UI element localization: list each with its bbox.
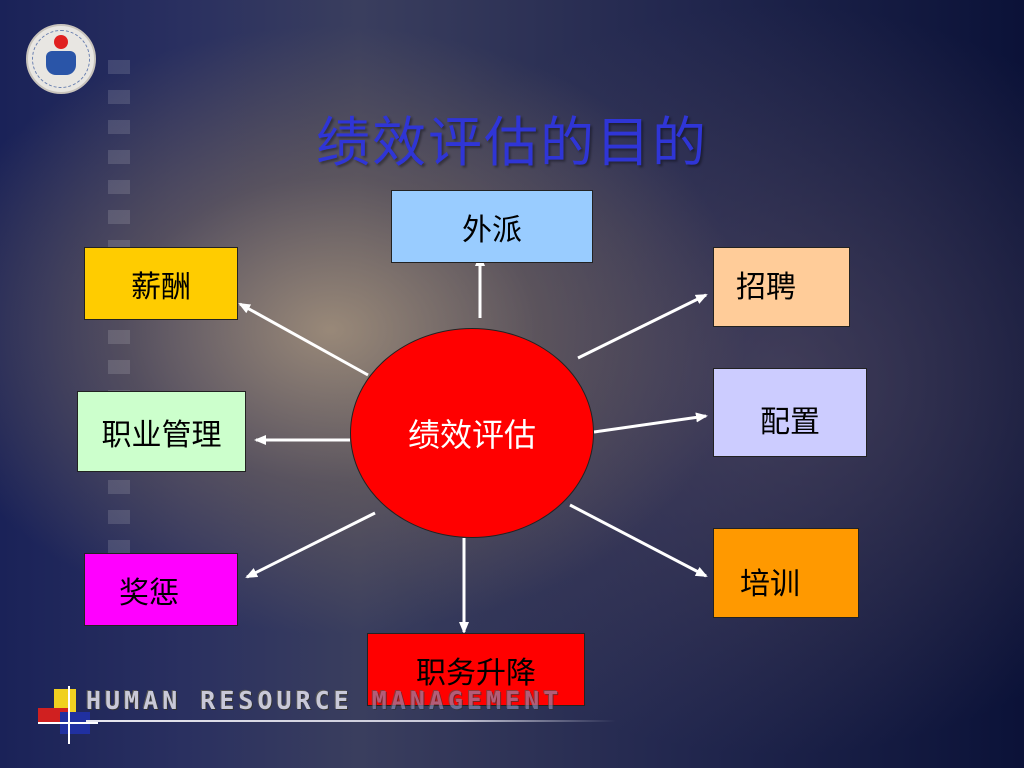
- node-zhaopin: 招聘: [713, 247, 850, 327]
- node-shengjiang: 职务升降: [367, 633, 585, 706]
- center-node: 绩效评估: [350, 328, 594, 538]
- center-node-label: 绩效评估: [407, 416, 536, 454]
- hr-brand-text: HUMAN RESOURCE MANAGEMENT: [86, 686, 562, 715]
- organization-logo-icon: [26, 24, 96, 94]
- node-xinchou-label: 薪酬: [131, 269, 191, 305]
- hr-brand-tail: MANAGEMENT: [371, 686, 563, 715]
- node-peizhi-label: 配置: [760, 405, 820, 440]
- node-jiangcheng: 奖惩: [84, 553, 238, 626]
- page-title: 绩效评估的目的: [316, 111, 708, 174]
- node-waipai-label: 外派: [462, 212, 522, 248]
- node-peizhi: 配置: [713, 368, 867, 457]
- hr-brand-underline: [86, 720, 616, 722]
- arrow-to-zhaopin: [577, 293, 708, 360]
- node-zhaopin-label: 招聘: [736, 270, 796, 305]
- node-peixun: 培训: [713, 528, 859, 618]
- node-xinchou: 薪酬: [84, 247, 238, 320]
- arrow-to-peixun: [569, 503, 708, 578]
- node-zhiye-label: 职业管理: [101, 417, 222, 453]
- node-jiangcheng-label: 奖惩: [119, 575, 179, 611]
- node-peixun-label: 培训: [740, 567, 800, 602]
- filmstrip-decoration: [108, 60, 130, 620]
- arrow-to-xinchou: [238, 302, 369, 377]
- hr-brand-main: HUMAN RESOURCE: [86, 686, 353, 715]
- node-waipai: 外派: [391, 190, 593, 263]
- hr-brand-logo-icon: [38, 686, 98, 746]
- arrow-to-jiangcheng: [245, 511, 376, 579]
- node-shengjiang-label: 职务升降: [416, 655, 536, 691]
- node-zhiye: 职业管理: [77, 391, 246, 472]
- arrow-to-peizhi: [593, 412, 708, 434]
